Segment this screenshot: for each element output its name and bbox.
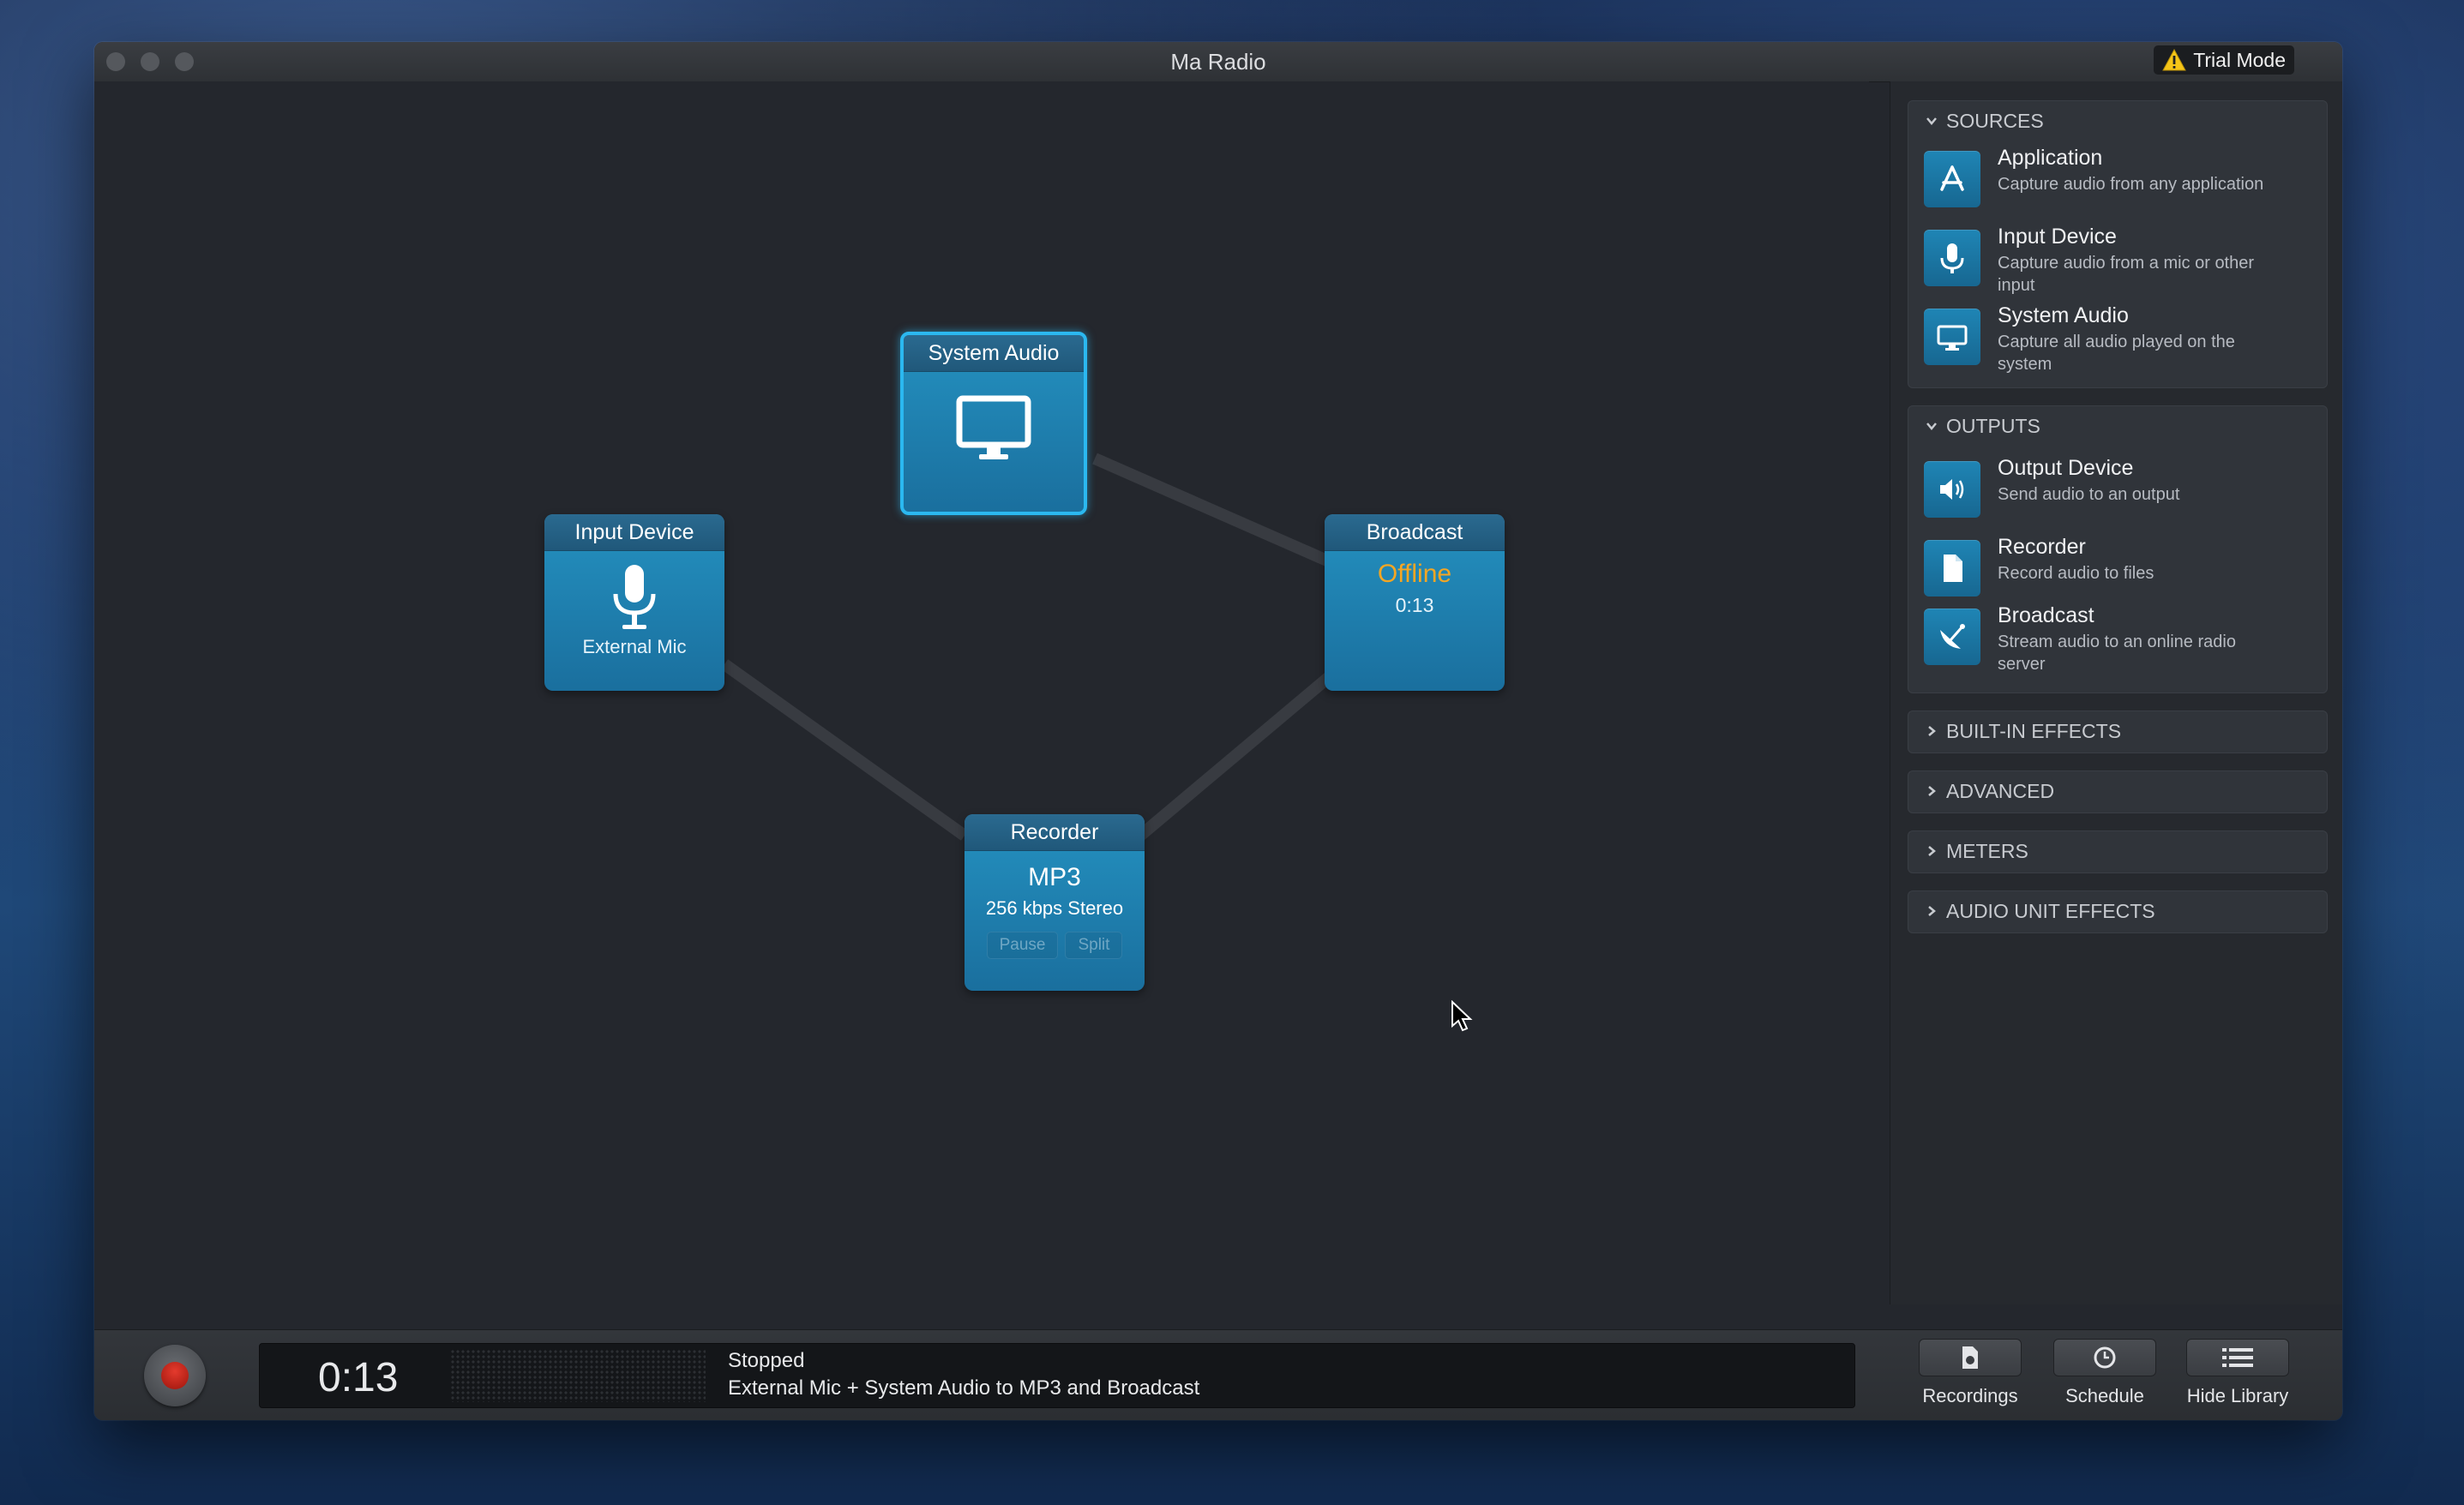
- library-item-title: Application: [1998, 146, 2103, 170]
- advanced-section[interactable]: ADVANCED: [1908, 770, 2328, 813]
- wire-system-to-broadcast[interactable]: [1092, 453, 1331, 567]
- audio-unit-effects-section[interactable]: AUDIO UNIT EFFECTS: [1908, 890, 2328, 933]
- sources-header-label: SOURCES: [1946, 109, 2044, 132]
- library-item-title: Broadcast: [1998, 603, 2094, 627]
- chevron-down-icon: [1926, 423, 1937, 430]
- list-icon: [2222, 1348, 2253, 1367]
- connection-wires: [720, 453, 1333, 841]
- library-item-desc: Capture all audio played on the system: [1998, 333, 2235, 374]
- session-description: External Mic + System Audio to MP3 and B…: [728, 1376, 1200, 1400]
- outputs-section: OUTPUTS Output Device Send audio to an o…: [1908, 405, 2328, 693]
- chevron-down-icon: [1926, 117, 1937, 125]
- audio-graph-canvas[interactable]: System Audio Input Device External Mic B…: [94, 81, 1869, 1304]
- section-label: AUDIO UNIT EFFECTS: [1946, 899, 2155, 922]
- library-item-desc: Capture audio from any application: [1998, 175, 2264, 194]
- chevron-right-icon: [1928, 906, 1936, 916]
- microphone-icon: [1924, 230, 1980, 286]
- library-item-title: Recorder: [1998, 535, 2086, 559]
- chevron-right-icon: [1928, 786, 1936, 796]
- outputs-header-label: OUTPUTS: [1946, 414, 2040, 437]
- pause-button[interactable]: Pause: [986, 932, 1059, 959]
- node-system-audio[interactable]: System Audio: [900, 332, 1087, 515]
- monitor-icon: [956, 395, 1031, 459]
- section-label: METERS: [1946, 839, 2028, 862]
- broadcast-status: Offline: [1377, 560, 1452, 588]
- library-item-desc: Send audio to an output: [1998, 485, 2180, 504]
- app-store-icon: [1924, 151, 1980, 207]
- library-item-broadcast[interactable]: Broadcast Stream audio to an online radi…: [1924, 603, 2318, 674]
- library-item-title: Input Device: [1998, 225, 2117, 249]
- mouse-cursor-icon: [1451, 1000, 1473, 1032]
- speaker-icon: [1924, 461, 1980, 518]
- recorder-bitrate: 256 kbps Stereo: [985, 897, 1124, 919]
- library-item-recorder[interactable]: Recorder Record audio to files: [1924, 535, 2318, 603]
- node-title: Broadcast: [1325, 514, 1505, 551]
- library-item-title: Output Device: [1998, 456, 2134, 480]
- microphone-icon: [613, 565, 656, 629]
- sources-header[interactable]: SOURCES: [1908, 101, 2327, 141]
- title-bar: Ma Radio Trial Mode: [94, 42, 2342, 82]
- clock-icon: [2094, 1346, 2116, 1369]
- node-broadcast[interactable]: Broadcast Offline 0:13: [1325, 514, 1505, 691]
- hide-library-button[interactable]: Hide Library: [2178, 1339, 2298, 1407]
- outputs-header[interactable]: OUTPUTS: [1908, 406, 2327, 446]
- level-meter: [450, 1349, 706, 1402]
- satellite-dish-icon: [1924, 609, 1980, 665]
- status-text: Stopped: [728, 1349, 805, 1372]
- close-button[interactable]: [106, 52, 125, 71]
- recorder-format: MP3: [1028, 863, 1081, 891]
- node-title: Input Device: [544, 514, 724, 551]
- wire-broadcast-to-recorder[interactable]: [1136, 672, 1333, 841]
- minimize-button[interactable]: [141, 52, 159, 71]
- transport-bar: 0:13 Stopped External Mic + System Audio…: [94, 1329, 2342, 1420]
- status-display: 0:13 Stopped External Mic + System Audio…: [259, 1343, 1855, 1408]
- library-item-desc: Record audio to files: [1998, 564, 2154, 583]
- node-recorder[interactable]: Recorder MP3 256 kbps Stereo Pause Split: [965, 814, 1145, 991]
- trial-mode-label: Trial Mode: [2193, 48, 2286, 71]
- node-title: Recorder: [965, 814, 1145, 851]
- recordings-icon: [1962, 1346, 1978, 1369]
- document-icon: [1924, 540, 1980, 597]
- library-sidebar: SOURCES Application Capture audio from a…: [1890, 81, 2342, 1304]
- window-title: Ma Radio: [1170, 49, 1266, 75]
- library-item-desc: Capture audio from a mic or other input: [1998, 254, 2255, 295]
- library-item-system-audio[interactable]: System Audio Capture all audio played on…: [1924, 303, 2318, 374]
- meters-section[interactable]: METERS: [1908, 830, 2328, 873]
- chevron-right-icon: [1928, 726, 1936, 736]
- recordings-button[interactable]: Recordings: [1910, 1339, 2030, 1407]
- warning-icon: [2162, 49, 2187, 71]
- node-input-device[interactable]: Input Device External Mic: [544, 514, 724, 691]
- record-button[interactable]: [144, 1345, 206, 1406]
- library-item-input-device[interactable]: Input Device Capture audio from a mic or…: [1924, 225, 2318, 295]
- broadcast-time: 0:13: [1395, 594, 1434, 616]
- library-item-desc: Stream audio to an online radio server: [1998, 633, 2236, 674]
- node-title: System Audio: [904, 335, 1084, 372]
- monitor-icon: [1924, 309, 1980, 365]
- library-item-output-device[interactable]: Output Device Send audio to an output: [1924, 456, 2318, 525]
- elapsed-time: 0:13: [318, 1355, 399, 1400]
- trial-mode-badge[interactable]: Trial Mode: [2154, 45, 2294, 75]
- sources-section: SOURCES Application Capture audio from a…: [1908, 100, 2328, 388]
- split-button[interactable]: Split: [1065, 932, 1123, 959]
- library-item-title: System Audio: [1998, 303, 2129, 327]
- hide-library-label: Hide Library: [2186, 1385, 2289, 1406]
- library-item-application[interactable]: Application Capture audio from any appli…: [1924, 146, 2318, 214]
- input-device-name: External Mic: [582, 636, 687, 657]
- zoom-button[interactable]: [175, 52, 194, 71]
- recordings-label: Recordings: [1922, 1385, 2018, 1406]
- schedule-button[interactable]: Schedule: [2045, 1339, 2165, 1407]
- chevron-right-icon: [1928, 846, 1936, 856]
- built-in-effects-section[interactable]: BUILT-IN EFFECTS: [1908, 711, 2328, 753]
- section-label: ADVANCED: [1946, 779, 2055, 802]
- section-label: BUILT-IN EFFECTS: [1946, 719, 2122, 742]
- app-window: Ma Radio Trial Mode System Audio In: [94, 42, 2342, 1420]
- schedule-label: Schedule: [2065, 1385, 2144, 1406]
- wire-input-to-recorder[interactable]: [720, 659, 969, 841]
